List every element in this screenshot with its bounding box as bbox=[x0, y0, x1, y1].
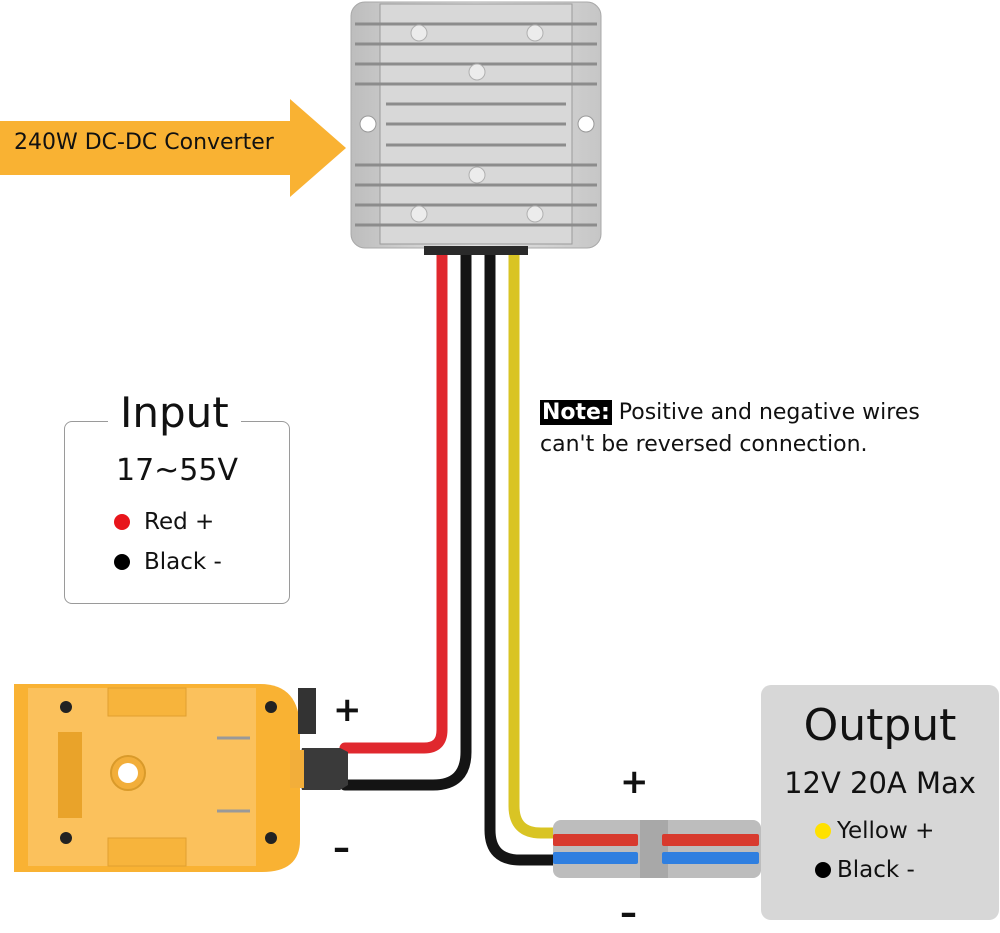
wire-yellow-output bbox=[508, 246, 771, 839]
input-legend-red: Red + bbox=[114, 509, 214, 535]
connector-plus-sign: + bbox=[620, 762, 649, 802]
note-line-2: can't be reversed connection. bbox=[540, 432, 868, 457]
warning-note: Note: Positive and negative wires can't … bbox=[540, 397, 920, 461]
black-dot-icon bbox=[815, 862, 831, 878]
note-tag: Note: bbox=[540, 400, 612, 425]
output-legend-black-label: Black - bbox=[837, 857, 915, 883]
input-legend-red-label: Red + bbox=[144, 509, 215, 535]
connector-minus-sign: – bbox=[620, 893, 637, 933]
output-legend-black: Black - bbox=[815, 857, 915, 883]
wire-black-input bbox=[339, 246, 472, 791]
input-voltage-range: 17~55V bbox=[115, 453, 238, 488]
battery-adapter bbox=[14, 684, 348, 872]
lever-connector bbox=[553, 820, 761, 878]
input-legend-black: Black - bbox=[114, 549, 222, 575]
output-legend-yellow: Yellow + bbox=[815, 818, 934, 844]
black-dot-icon bbox=[114, 554, 130, 570]
adapter-minus-sign: – bbox=[333, 828, 350, 868]
input-title: Input bbox=[108, 388, 241, 438]
note-line-1: Positive and negative wires bbox=[618, 400, 920, 425]
wire-black-output bbox=[484, 246, 771, 866]
adapter-plus-sign: + bbox=[333, 690, 362, 730]
converter-arrow-label: 240W DC-DC Converter bbox=[14, 130, 274, 155]
input-legend-black-label: Black - bbox=[144, 549, 222, 575]
wires bbox=[339, 246, 771, 866]
output-box-bg bbox=[761, 685, 999, 920]
output-legend-yellow-label: Yellow + bbox=[837, 818, 935, 844]
arrow-shape bbox=[0, 99, 346, 197]
output-title: Output bbox=[803, 700, 957, 751]
red-dot-icon bbox=[114, 514, 130, 530]
yellow-dot-icon bbox=[815, 823, 831, 839]
output-spec: 12V 20A Max bbox=[784, 766, 976, 800]
wire-red-input bbox=[339, 246, 448, 754]
dc-dc-converter bbox=[350, 1, 602, 255]
